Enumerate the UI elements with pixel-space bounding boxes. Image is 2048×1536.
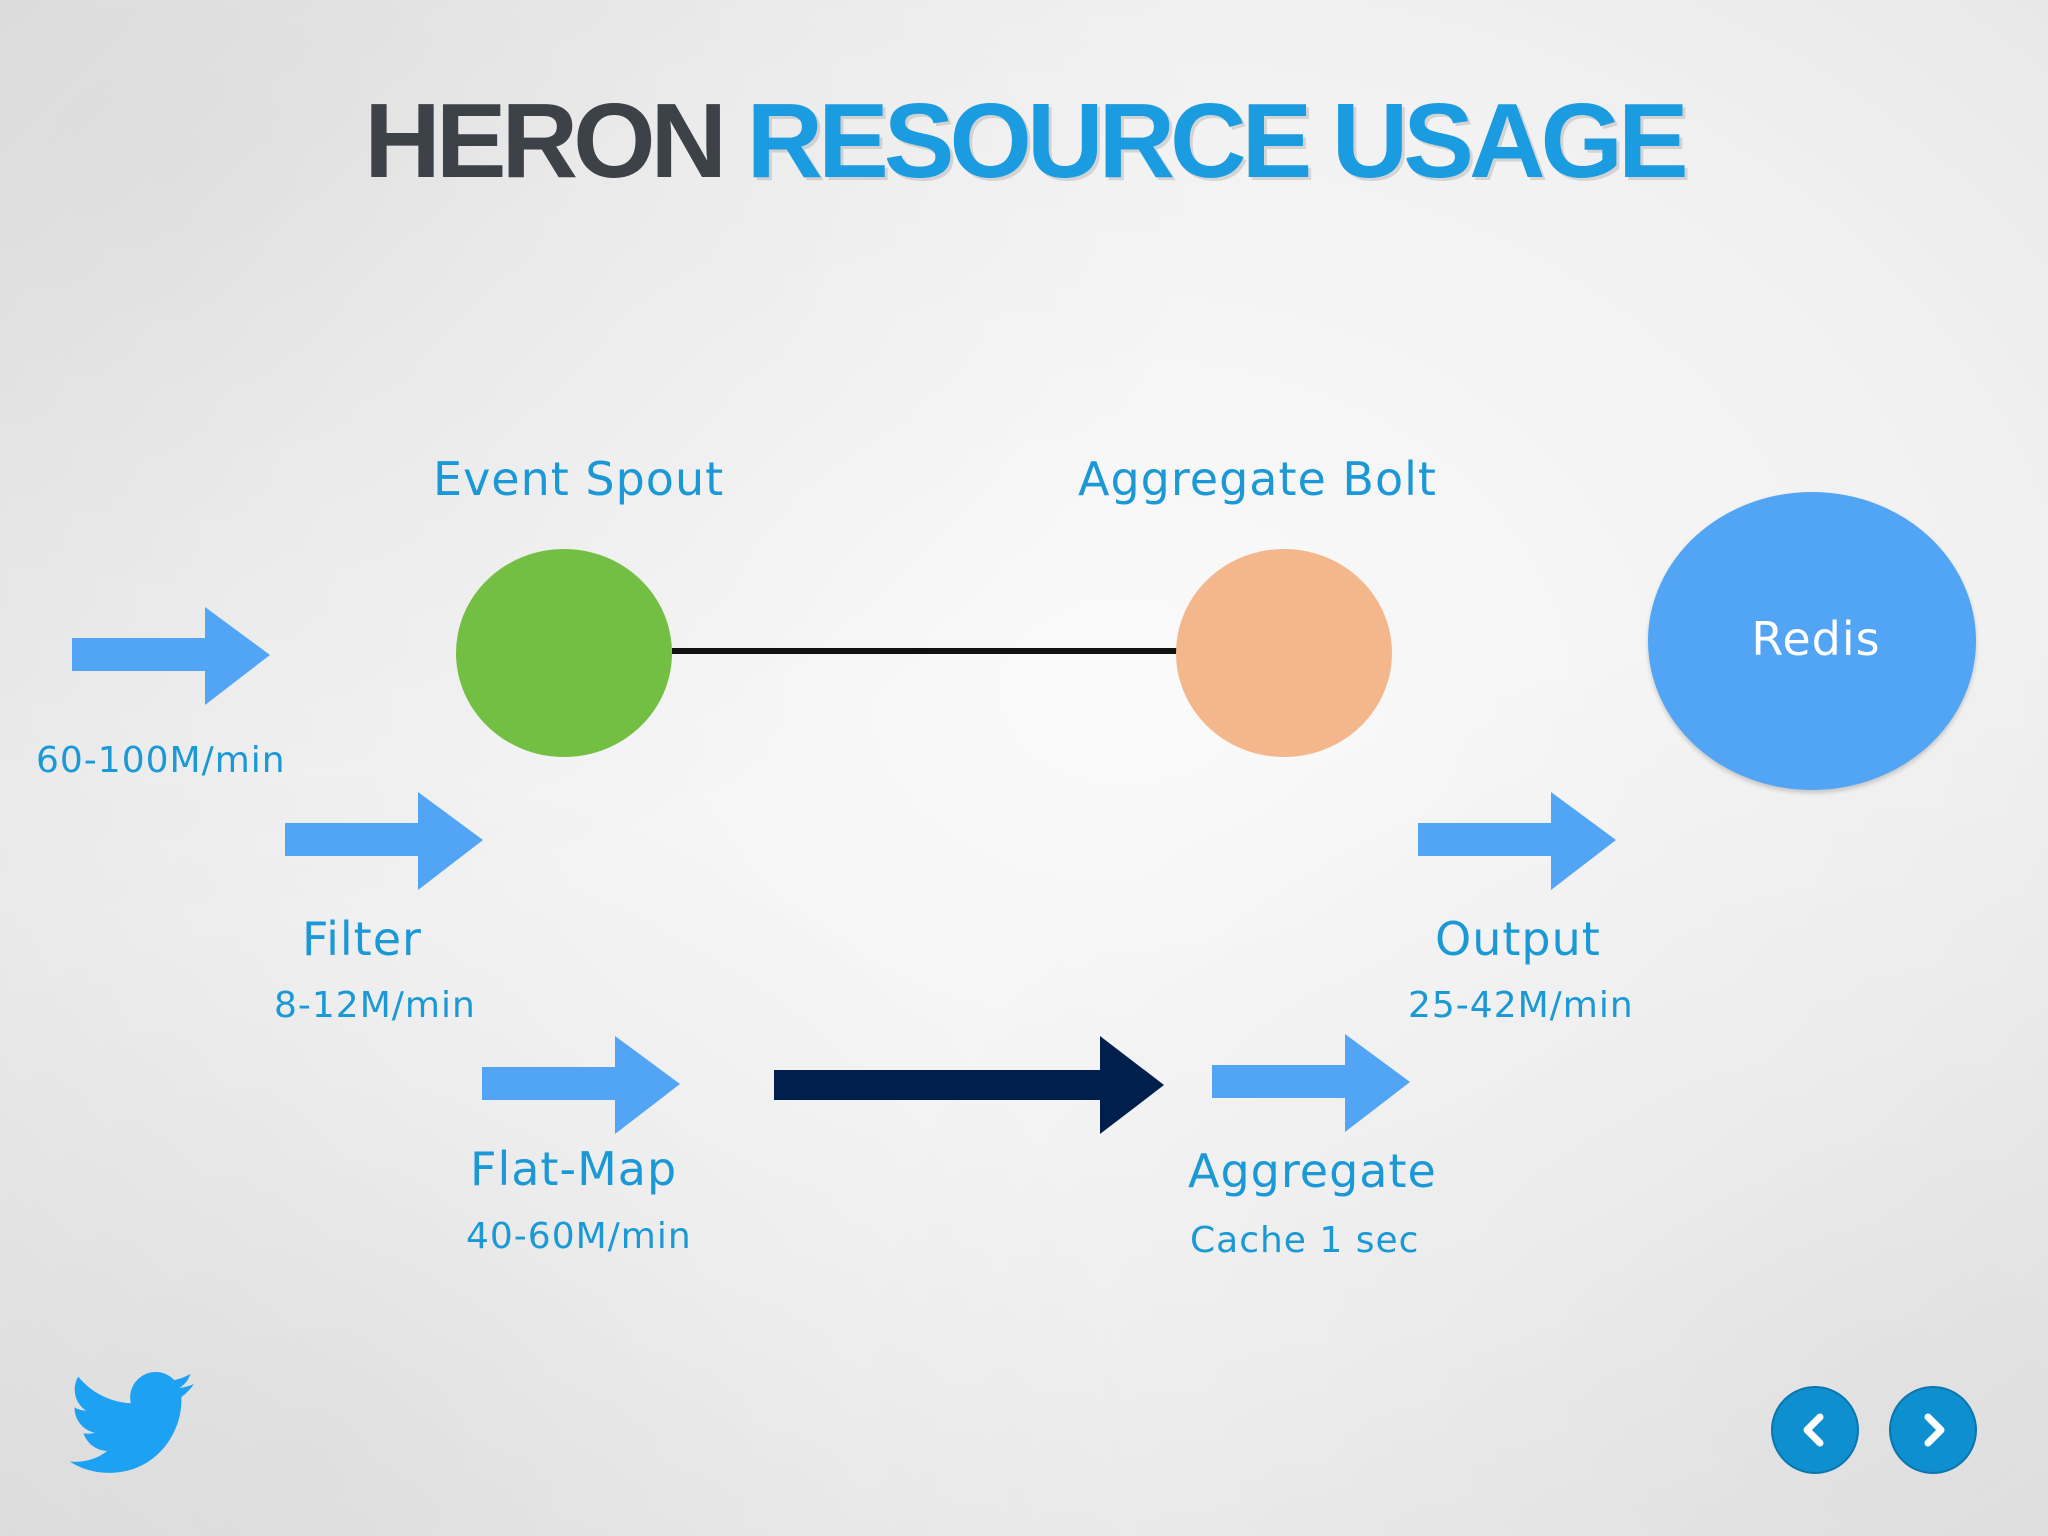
chevron-left-icon [1803, 1413, 1824, 1447]
flat-map-rate-label: 40-60M/min [466, 1216, 692, 1257]
filter-rate-label: 8-12M/min [274, 985, 476, 1026]
aggregate-bolt-label: Aggregate Bolt [1078, 452, 1437, 506]
flat-map-label: Flat-Map [470, 1142, 678, 1196]
next-slide-button[interactable] [1889, 1386, 1977, 1474]
input-rate-label: 60-100M/min [36, 740, 286, 781]
output-label: Output [1435, 912, 1601, 966]
input-arrow [72, 607, 270, 705]
filter-label: Filter [302, 912, 422, 966]
main-flow-arrow [774, 1036, 1164, 1134]
title-part-heron: HERON [364, 82, 727, 200]
redis-node [1648, 492, 1976, 790]
chevron-right-icon [1924, 1413, 1945, 1447]
aggregate-arrow [1212, 1034, 1410, 1132]
flat-map-arrow [482, 1036, 680, 1134]
event-spout-label: Event Spout [433, 452, 725, 506]
filter-arrow [285, 792, 483, 890]
previous-slide-button[interactable] [1771, 1386, 1859, 1474]
aggregate-cache-label: Cache 1 sec [1190, 1220, 1420, 1261]
redis-label: Redis [1751, 612, 1881, 666]
event-spout-node [456, 549, 672, 757]
title-part-resource-usage: RESOURCE USAGE [746, 82, 1689, 200]
output-arrow [1418, 792, 1616, 890]
slide-title: HERON RESOURCE USAGE [0, 88, 2048, 194]
aggregate-bolt-node [1176, 549, 1392, 757]
output-rate-label: 25-42M/min [1408, 985, 1634, 1026]
twitter-bird-icon [69, 1372, 195, 1473]
aggregate-label: Aggregate [1188, 1144, 1437, 1198]
